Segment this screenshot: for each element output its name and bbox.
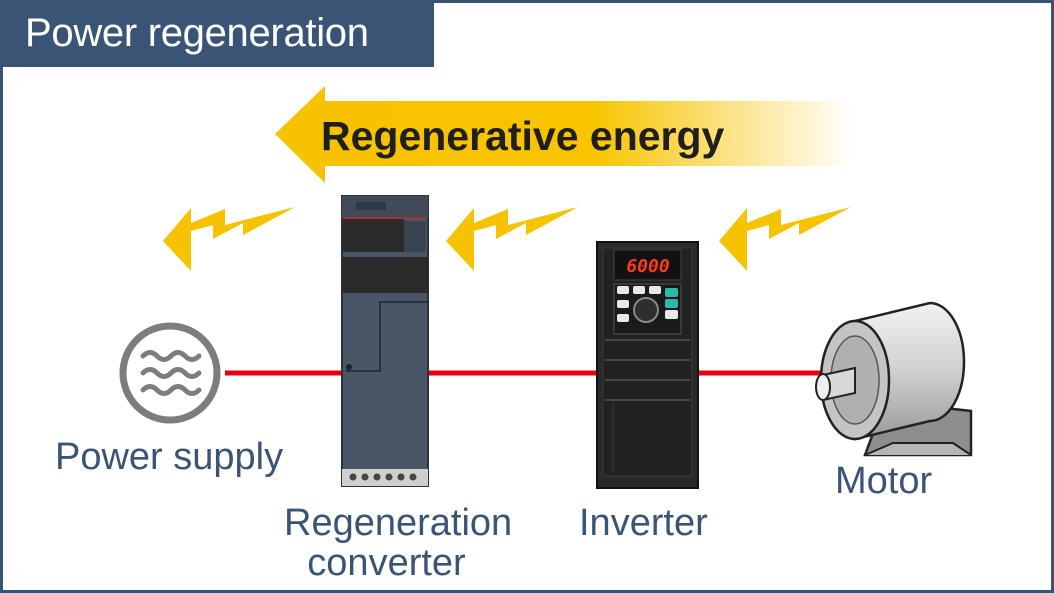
title-bar: Power regeneration <box>3 3 434 67</box>
motor-label: Motor <box>835 460 933 502</box>
page-title: Power regeneration <box>25 11 369 55</box>
inverter-label: Inverter <box>579 502 708 544</box>
motor-icon <box>815 301 973 457</box>
regeneration-converter-label-line2: converter <box>307 542 466 584</box>
inverter-display-readout: 6000 <box>626 256 670 277</box>
lightning-arrow-icon <box>446 207 578 271</box>
ac-wave-icon <box>119 322 221 424</box>
regenerative-energy-label: Regenerative energy <box>321 113 725 159</box>
regenerative-energy-arrow <box>275 86 853 183</box>
regeneration-converter-label: Regeneration converter <box>284 502 513 584</box>
regeneration-converter-unit <box>341 195 429 487</box>
lightning-arrow-icon <box>719 207 851 271</box>
lightning-arrow-icon <box>163 207 295 271</box>
regeneration-converter-label-line1: Regeneration <box>284 502 513 544</box>
power-supply-label: Power supply <box>55 436 284 478</box>
inverter-unit <box>596 241 699 489</box>
inverter-display-panel <box>613 249 682 281</box>
diagram-graphics: 6000 <box>119 86 973 489</box>
